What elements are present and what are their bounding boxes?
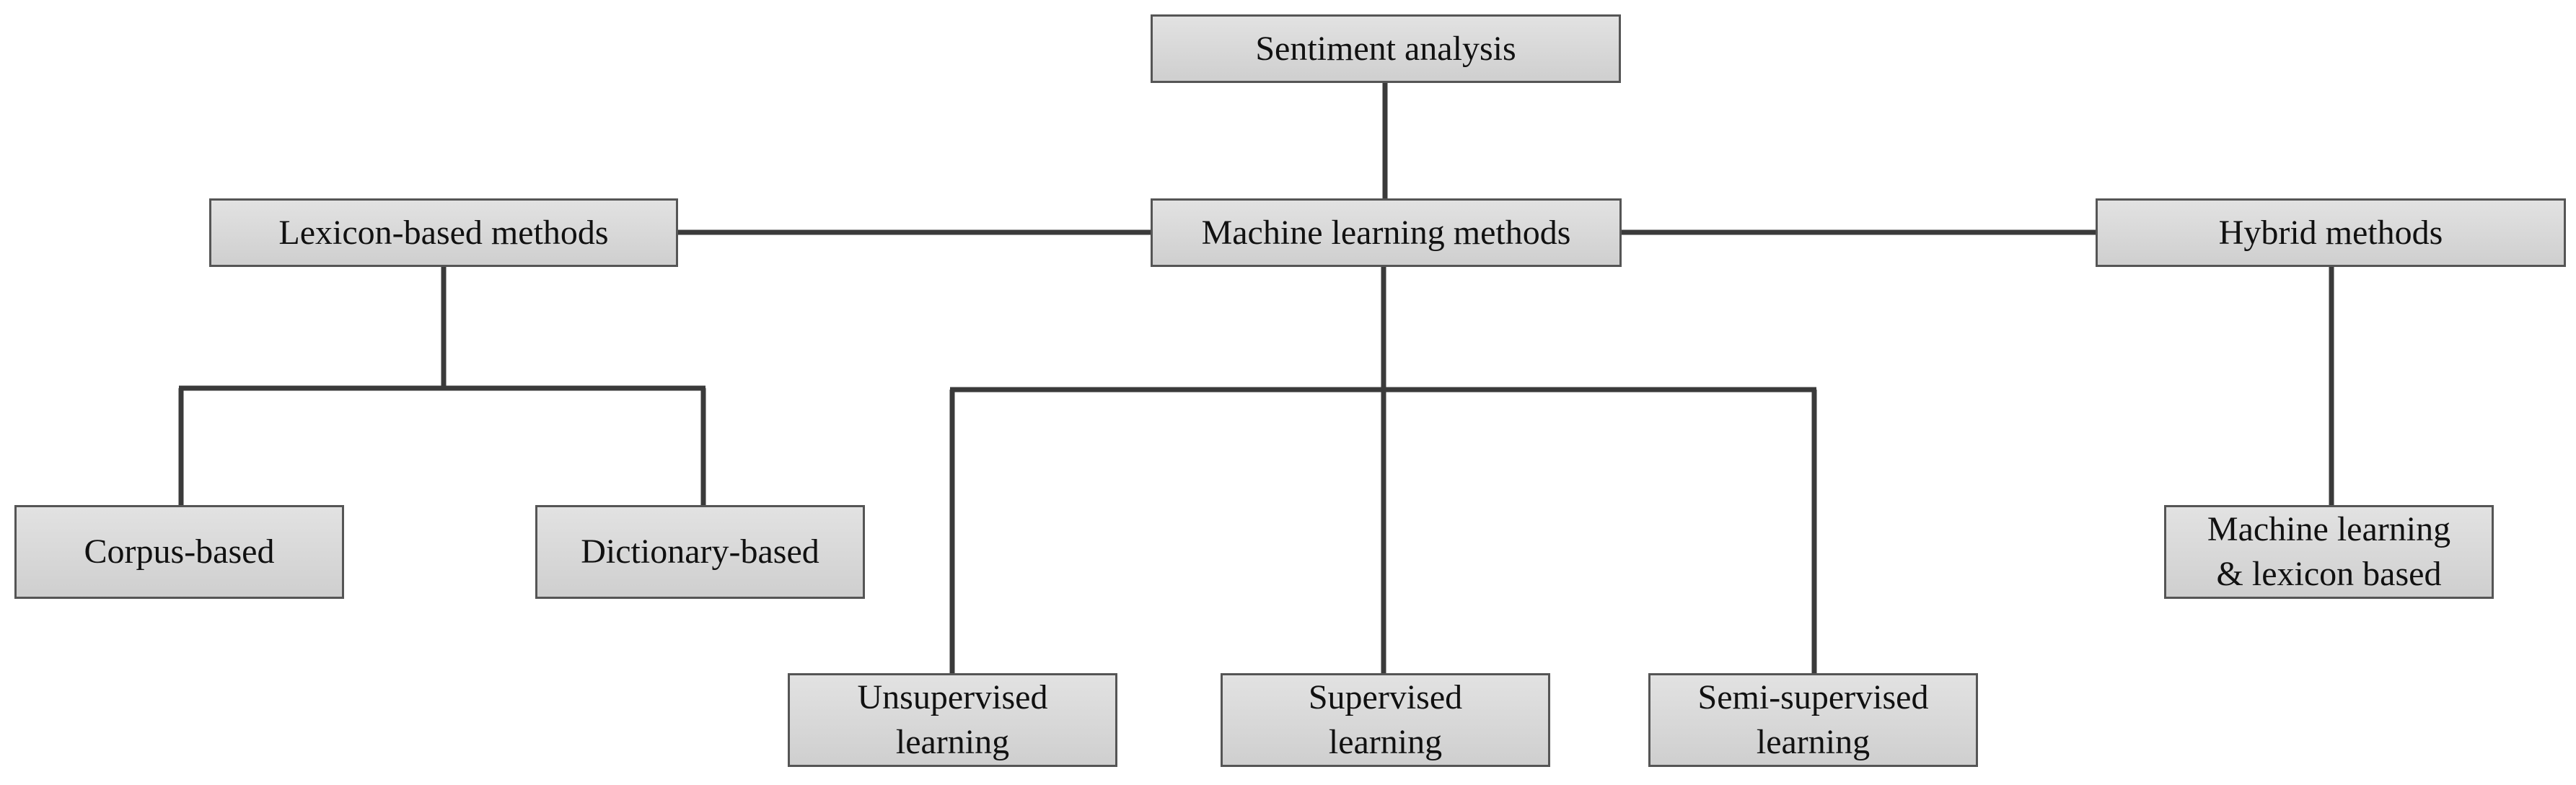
node-semi-supervised-learning: Semi-supervised learning (1648, 673, 1978, 767)
node-supervised-learning-line1: Supervised (1308, 678, 1463, 716)
node-corpus-based: Corpus-based (14, 505, 344, 599)
node-unsupervised-learning-line2: learning (895, 723, 1010, 761)
node-machine-learning-and-lexicon-based-line2: & lexicon based (2216, 555, 2442, 593)
node-machine-learning-and-lexicon-based: Machine learning & lexicon based (2164, 505, 2494, 599)
node-machine-learning-methods: Machine learning methods (1151, 198, 1622, 267)
node-machine-learning-methods-label: Machine learning methods (1201, 213, 1571, 252)
node-supervised-learning: Supervised learning (1221, 673, 1550, 767)
node-sentiment-analysis-label: Sentiment analysis (1255, 29, 1516, 68)
node-semi-supervised-learning-line2: learning (1756, 723, 1871, 761)
node-unsupervised-learning: Unsupervised learning (788, 673, 1117, 767)
node-hybrid-methods-label: Hybrid methods (2218, 213, 2443, 252)
node-corpus-based-label: Corpus-based (84, 532, 275, 571)
node-lexicon-based-methods-label: Lexicon-based methods (278, 213, 609, 252)
node-sentiment-analysis: Sentiment analysis (1151, 14, 1621, 83)
node-semi-supervised-learning-line1: Semi-supervised (1697, 678, 1929, 716)
node-dictionary-based-label: Dictionary-based (581, 532, 819, 571)
node-lexicon-based-methods: Lexicon-based methods (209, 198, 678, 267)
node-dictionary-based: Dictionary-based (535, 505, 865, 599)
node-unsupervised-learning-line1: Unsupervised (857, 678, 1048, 716)
node-supervised-learning-line2: learning (1328, 723, 1443, 761)
node-machine-learning-and-lexicon-based-line1: Machine learning (2207, 510, 2451, 548)
node-hybrid-methods: Hybrid methods (2096, 198, 2566, 267)
